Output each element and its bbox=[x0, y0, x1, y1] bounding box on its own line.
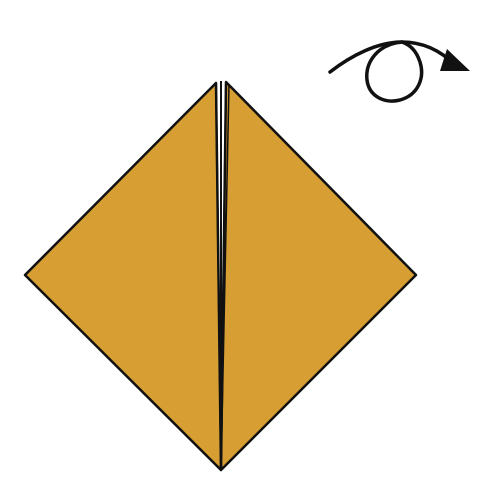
turn-over-circle bbox=[365, 40, 424, 103]
center-fold-line-4 bbox=[220, 83, 230, 471]
paper-model bbox=[23, 80, 418, 472]
paper-left-face bbox=[23, 81, 223, 472]
turn-over-arrowhead bbox=[440, 49, 470, 71]
turn-over-loop bbox=[328, 40, 457, 74]
turn-over-arrow-icon bbox=[328, 40, 470, 103]
paper-right-face bbox=[219, 80, 418, 472]
